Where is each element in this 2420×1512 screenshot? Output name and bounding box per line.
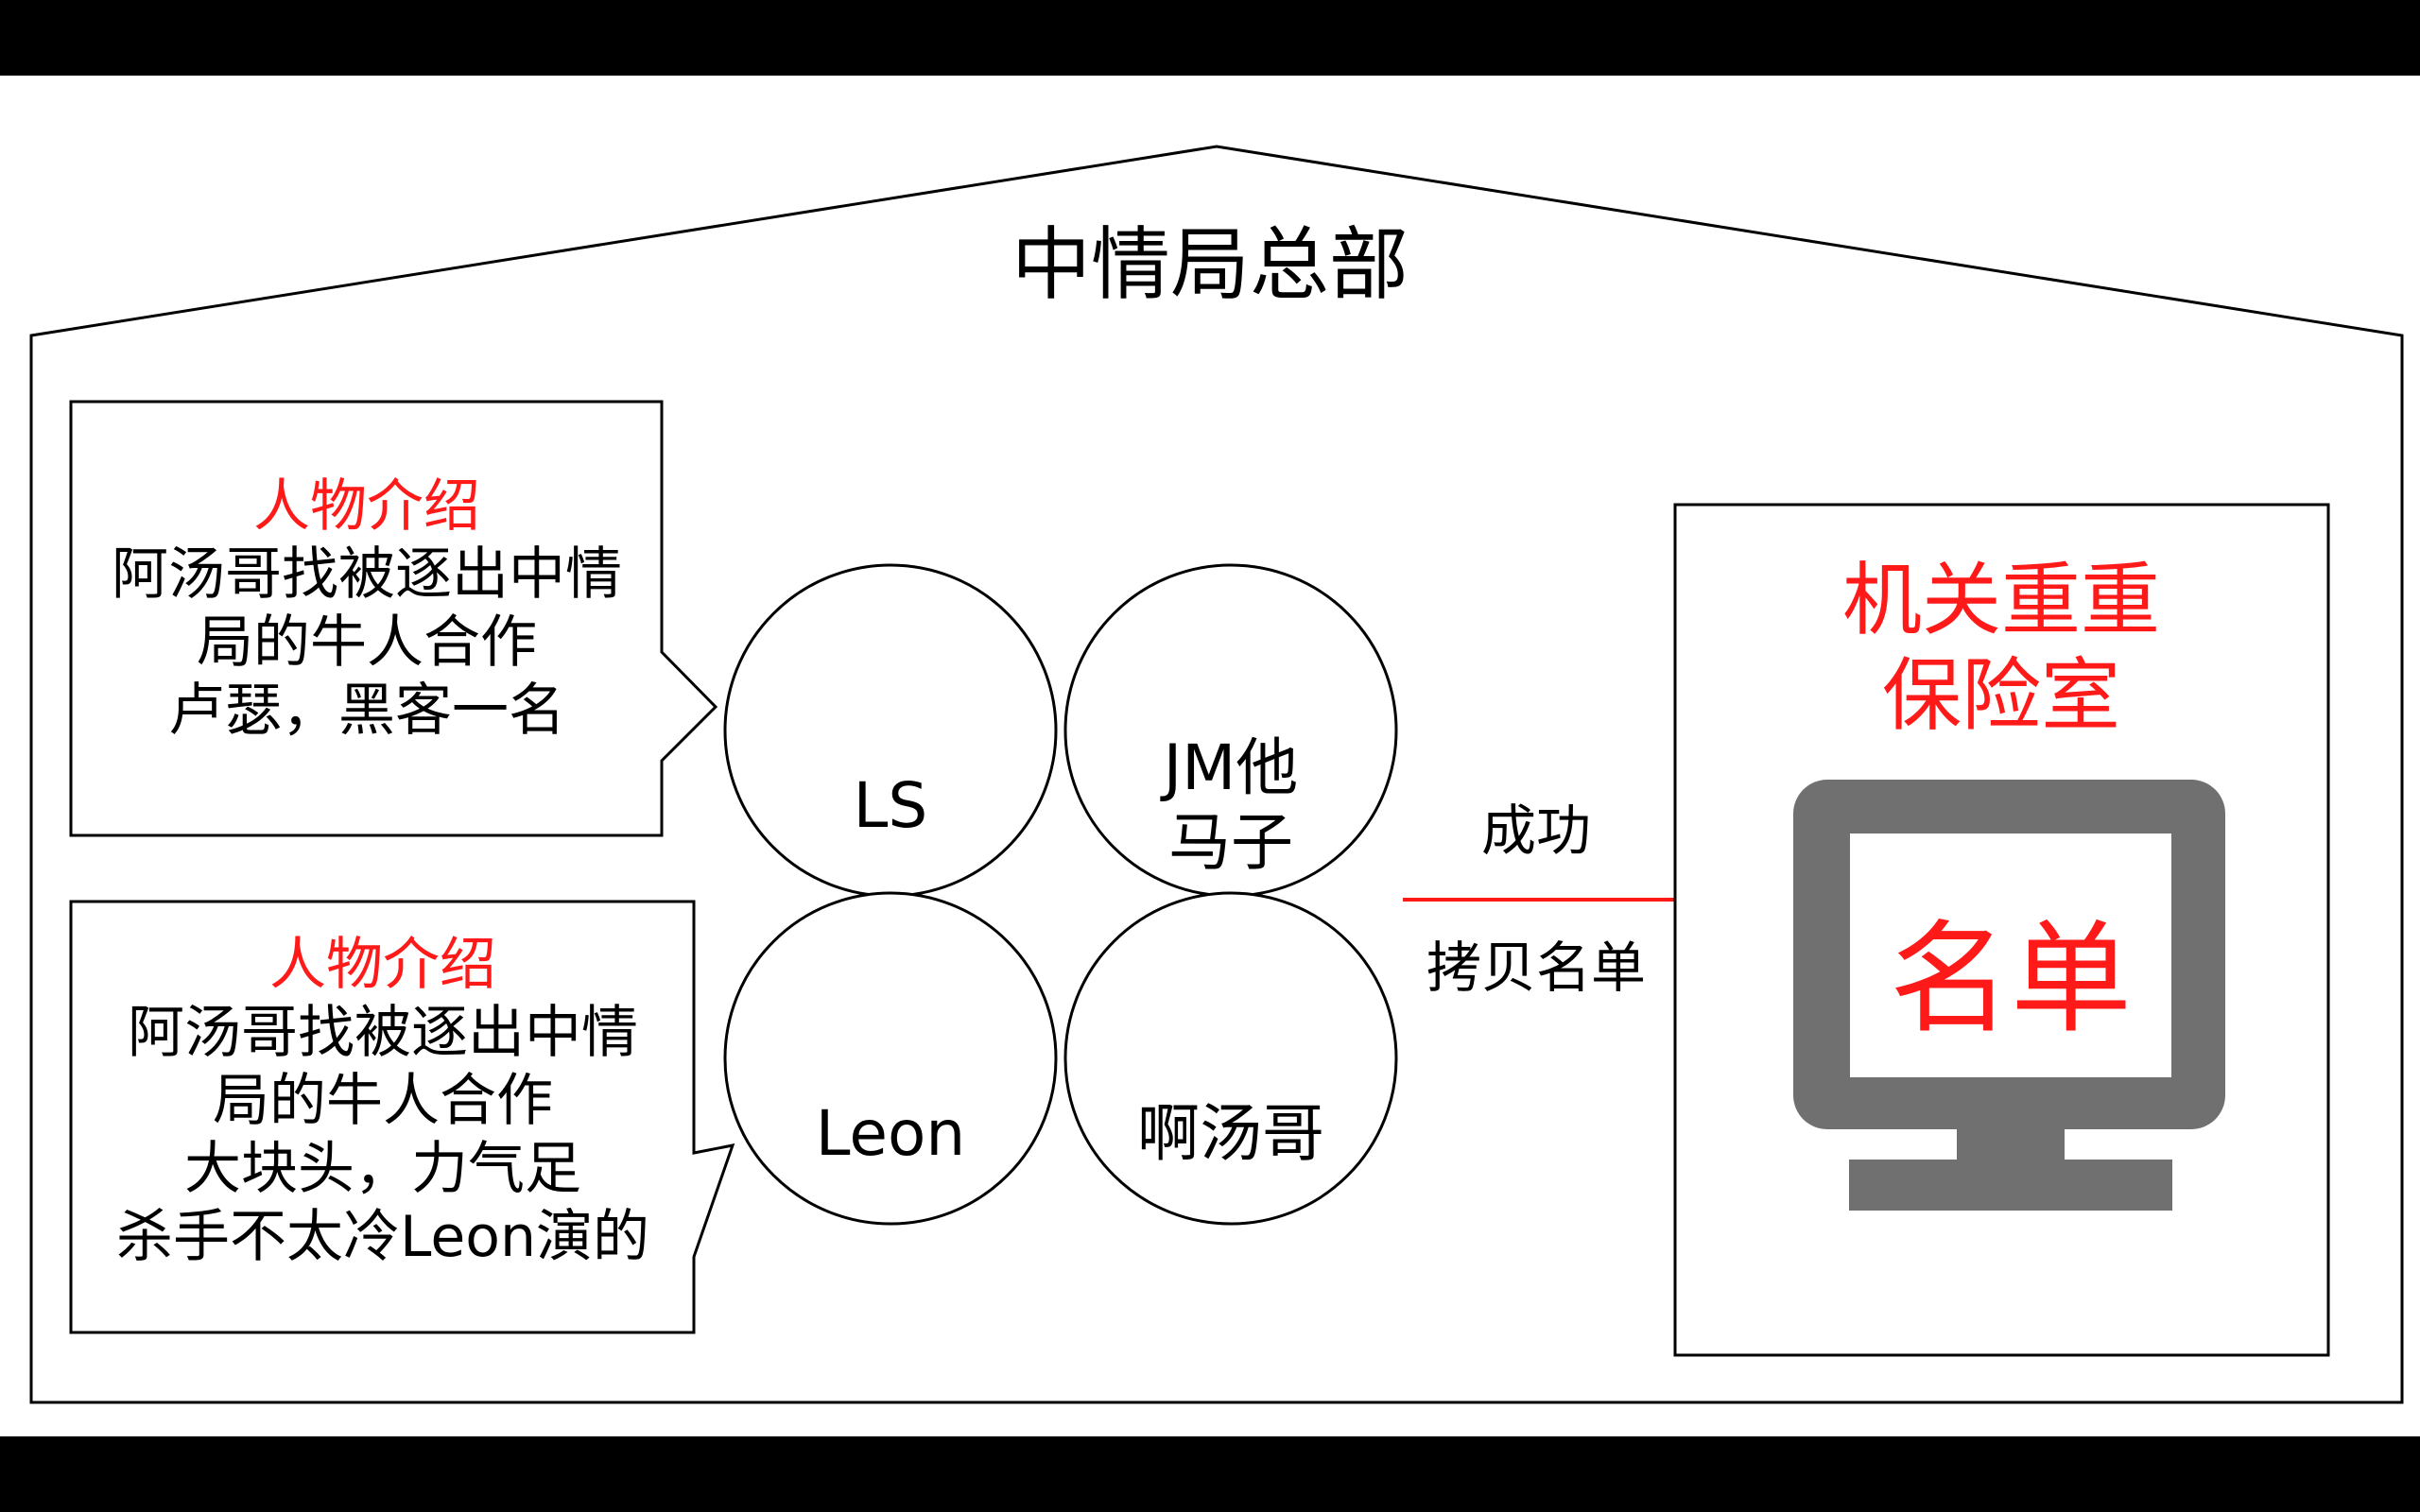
team-circle-tom <box>1063 891 1398 1226</box>
team-label-ls: LS <box>725 768 1056 843</box>
monitor-stand <box>1849 1160 2172 1211</box>
team-circle-leon <box>723 891 1058 1226</box>
building-title: 中情局总部 <box>1011 218 1409 311</box>
callout-box-leon <box>69 900 735 1334</box>
callout-line: 阿汤哥找被逐出中情 <box>128 1000 638 1066</box>
callout-line: 阿汤哥找被逐出中情 <box>112 541 622 608</box>
monitor-icon <box>1793 780 2225 1211</box>
vault-title-line: 保险室 <box>1881 648 2120 742</box>
callout-line: 卢瑟，黑客一名 <box>168 678 565 744</box>
team-circle-ls <box>723 563 1058 898</box>
callout-luther-text: 人物介绍 阿汤哥找被逐出中情 局的牛人合作 卢瑟，黑客一名 <box>71 472 663 745</box>
team-label-jm: JM他 马子 <box>1065 730 1396 880</box>
callout-heading: 人物介绍 <box>253 473 480 540</box>
screen-label: 名单 <box>1889 909 2132 1050</box>
slide: 中情局总部 人物介绍 阿汤哥找被逐出中情 局的牛人合作 卢瑟，黑客一名 人物介绍… <box>0 76 2420 1436</box>
callout-line: 局的牛人合作 <box>197 610 537 676</box>
callout-heading: 人物介绍 <box>269 932 496 998</box>
team-label-leon: Leon <box>725 1096 1056 1171</box>
callout-line: 杀手不太冷Leon演的 <box>115 1204 650 1270</box>
team-label-line: Leon <box>815 1097 966 1170</box>
monitor-neck <box>1957 1129 2065 1160</box>
team-label-line: LS <box>853 769 928 842</box>
diagram-canvas <box>29 145 2404 1404</box>
callout-line: 局的牛人合作 <box>213 1068 553 1134</box>
team-label-line: JM他 <box>1163 731 1299 804</box>
vault-title-line: 机关重重 <box>1841 554 2160 646</box>
monitor-screen <box>1850 833 2171 1077</box>
team-label-tom: 啊汤哥 <box>1065 1096 1396 1171</box>
arrow-label-success: 成功 <box>1480 799 1591 863</box>
team-label-line: 啊汤哥 <box>1137 1097 1324 1170</box>
arrow-label-copy-list: 拷贝名单 <box>1426 936 1646 1000</box>
callout-line: 大块头，力气足 <box>184 1136 581 1202</box>
team-label-line: 马子 <box>1168 806 1293 880</box>
vault-title: 机关重重 保险室 <box>1675 553 2327 744</box>
callout-leon-text: 人物介绍 阿汤哥找被逐出中情 局的牛人合作 大块头，力气足 杀手不太冷Leon演… <box>71 931 695 1271</box>
callout-box-luther <box>69 400 718 837</box>
